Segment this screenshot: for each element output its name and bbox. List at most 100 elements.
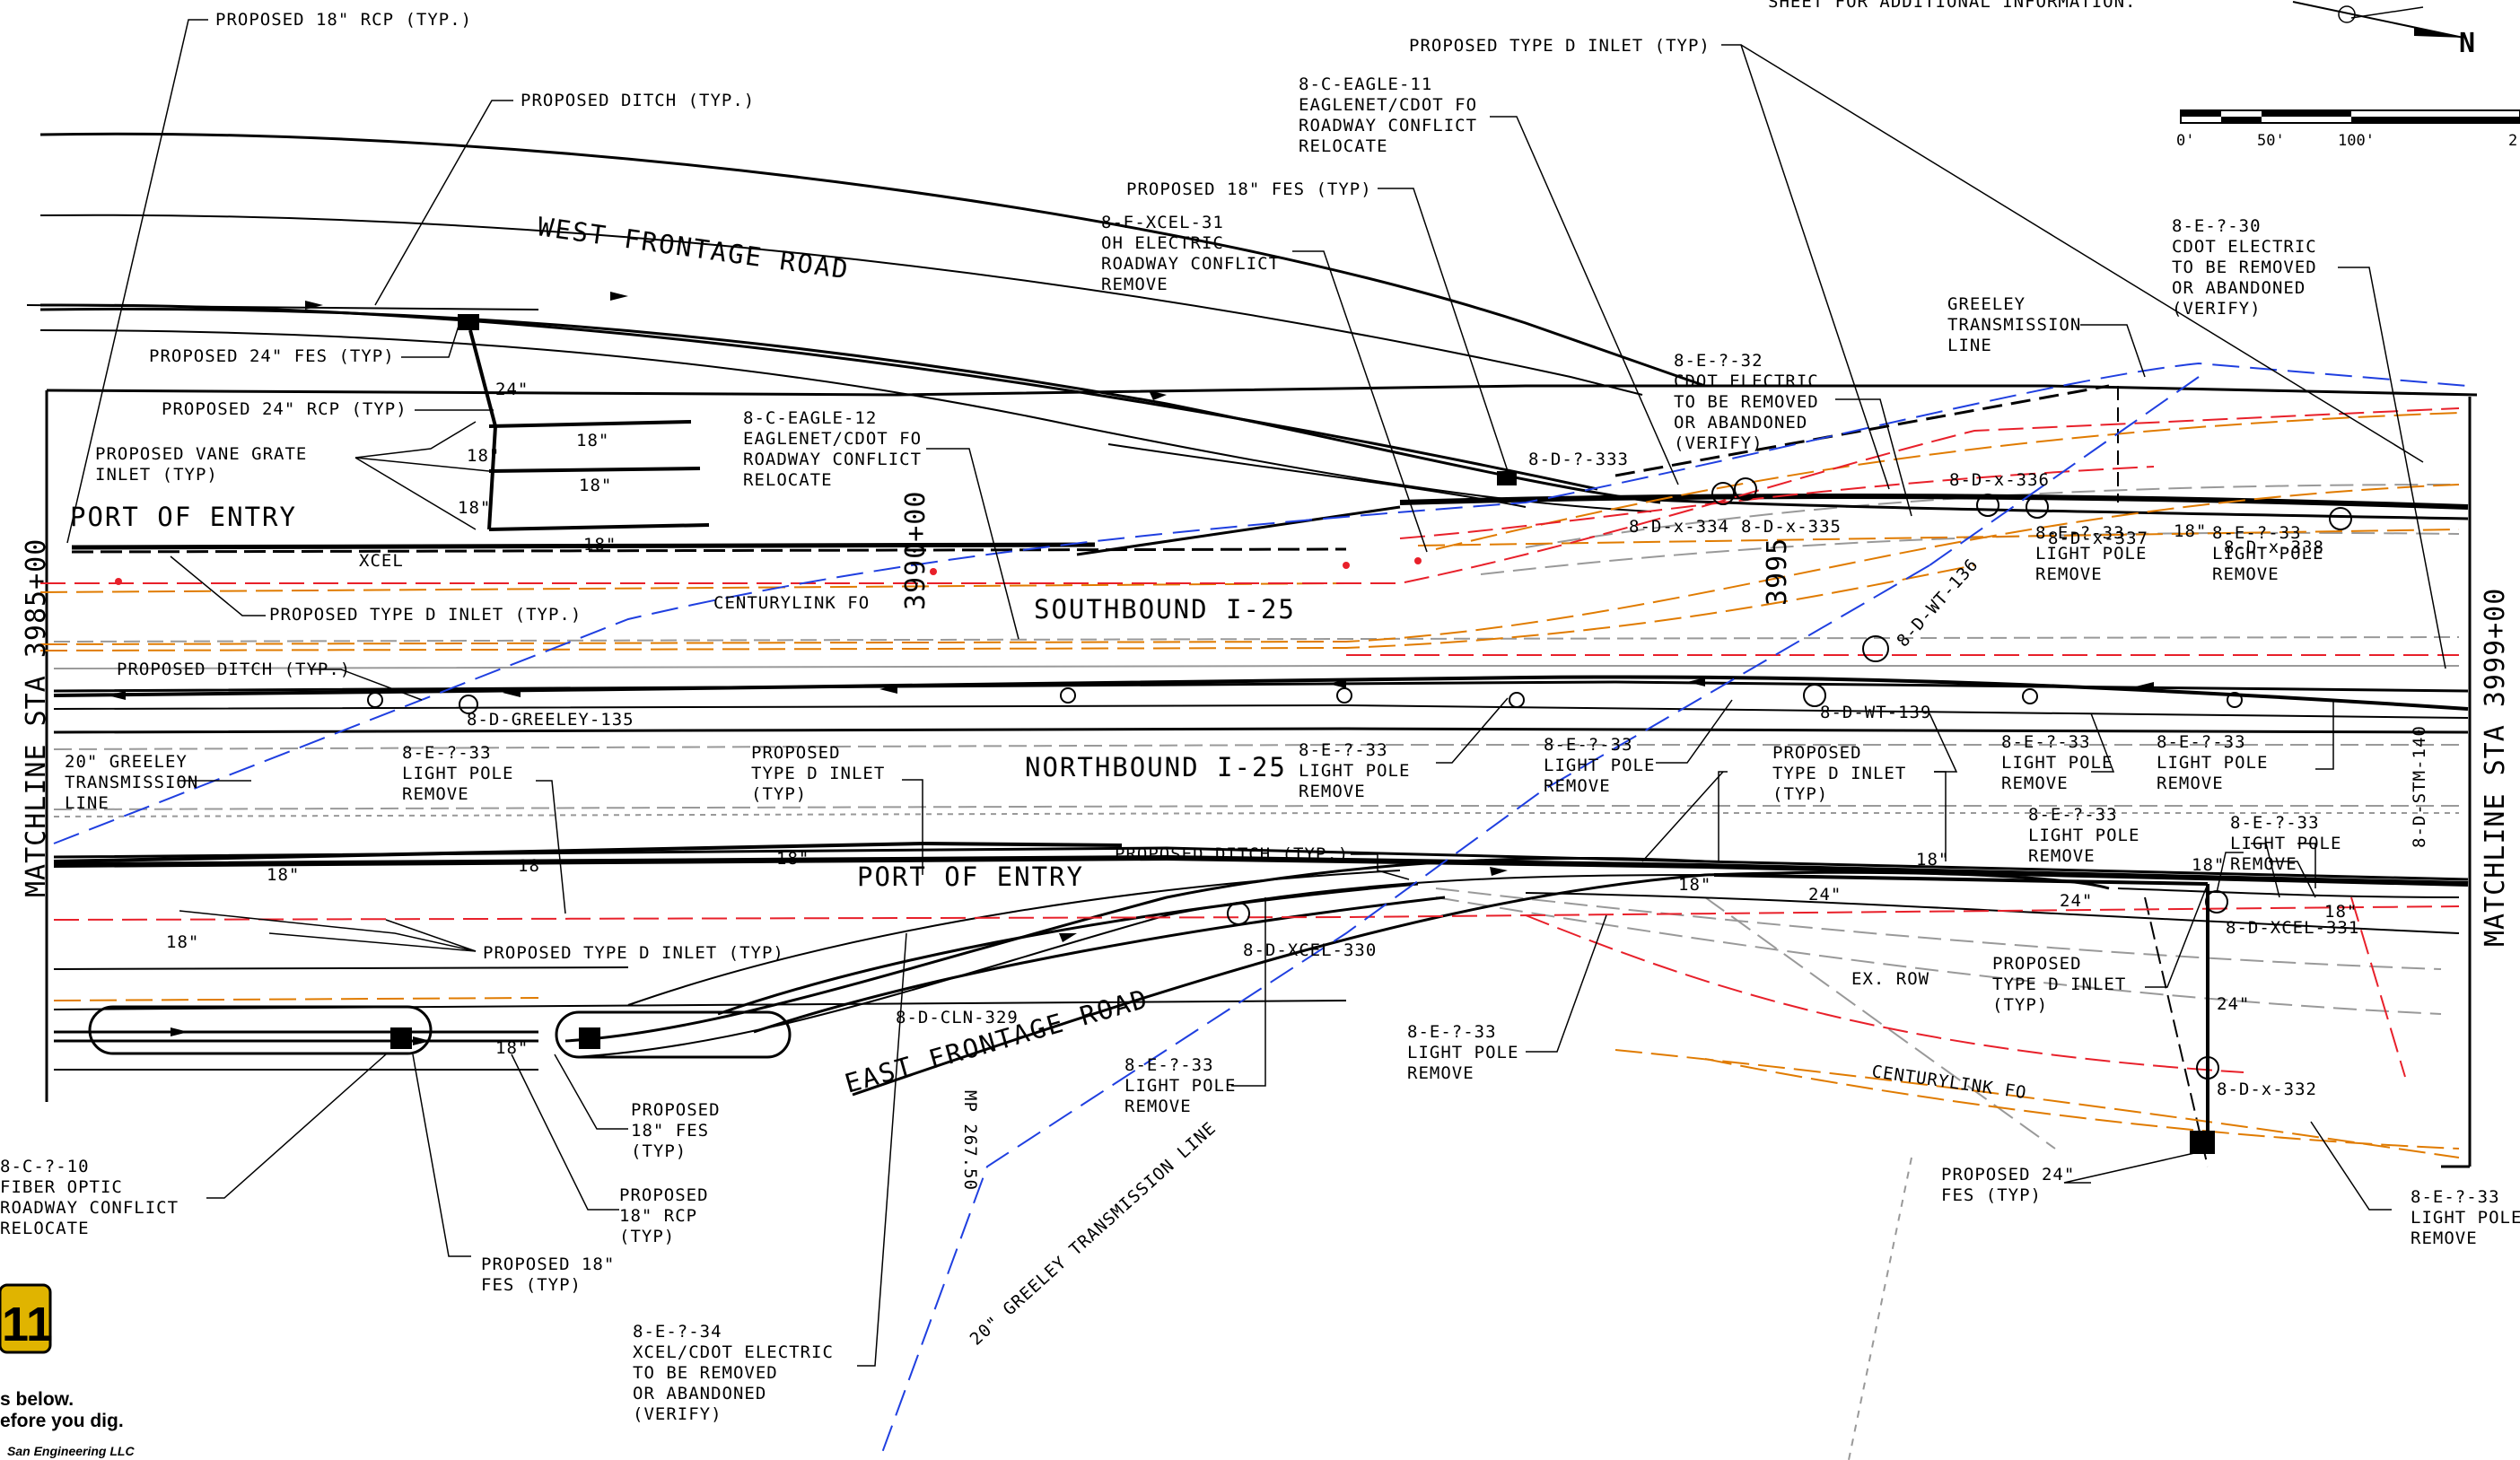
lp6-l3: REMOVE [2001,774,2069,793]
callout-light-pole-5: 8-E-?-33 LIGHT POLE REMOVE [2212,523,2323,584]
lp6-l1: 8-E-?-33 [2001,732,2091,752]
lp5-l3: REMOVE [2212,564,2279,584]
eagle11-l2: EAGLENET/CDOT FO [1299,95,1477,115]
pipe-18-m: 18" [2192,855,2225,875]
pipe-18-l: 18" [1916,850,1949,870]
callout-inlet-d-top: PROPOSED TYPE D INLET (TYP) [1409,36,1711,56]
scale-tick-0: 0' [2176,132,2194,150]
e30-l3: TO BE REMOVED [2172,258,2317,277]
lp10-l3: REMOVE [1407,1063,1474,1083]
callout-light-pole-7: 8-E-?-33 LIGHT POLE REMOVE [2157,732,2267,793]
inlet-mid-l1: PROPOSED [751,743,841,763]
greeley-20-l2: TRANSMISSION [65,773,198,792]
pipe-18-k: 18" [1678,875,1711,895]
id-d336: 8-D-x-336 [1949,470,2050,490]
lp9-l3: REMOVE [2230,854,2297,874]
lane-arrows [108,292,2154,1045]
lp8-l3: REMOVE [2028,846,2096,866]
storm-pipes [53,329,2209,1140]
lp12-l1: 8-E-?-33 [2411,1187,2500,1207]
pipe-18-h: 18" [776,849,809,869]
id-d337: 8-D-x-337 [2048,529,2148,548]
callout-xcel: XCEL [359,551,404,571]
xcel31-l4: REMOVE [1101,275,1168,294]
station-3995: 3995 [1762,538,1793,606]
callout-vane-grate-1: PROPOSED VANE GRATE [95,444,307,464]
lp1-l3: REMOVE [402,784,469,804]
west-frontage-road: WEST FRONTAGE ROAD [536,211,852,284]
matchline-left: MATCHLINE STA 3985+00 [21,538,52,897]
greeley-tr-l2: TRANSMISSION [1947,315,2081,335]
logo-company: San Engineering LLC [7,1444,135,1458]
electric-lines [40,407,2460,1078]
id-xcel330: 8-D-XCEL-330 [1243,940,1377,960]
e32-l3: TO BE REMOVED [1674,392,1819,412]
lp2-l1: 8-E-?-33 [1299,740,1388,760]
electric-poles [115,557,1422,585]
callout-greeley-diag: 20" GREELEY TRANSMISSION LINE [967,1118,1221,1350]
e32-l1: 8-E-?-32 [1674,351,1763,371]
callout-greeley-20: 20" GREELEY TRANSMISSION LINE [65,752,198,813]
id-greeley135: 8-D-GREELEY-135 [467,710,634,730]
callout-ditch-mid: PROPOSED DITCH (TYP.) [1115,844,1349,864]
inlet-center-l1: PROPOSED [1772,743,1862,763]
c10-l4: RELOCATE [0,1219,90,1238]
id-wt136: 8-D-WT-136 [1893,555,1982,651]
pipe-18-b: 18" [467,446,500,466]
fiber-optic-lines [39,412,2460,1158]
pipe-18-c: 18" [579,476,612,495]
pipe-18-i: 18" [166,932,199,952]
eagle12-l4: RELOCATE [743,470,833,490]
pipe-18-g: 18" [518,856,551,876]
fes18c-l1: PROPOSED 18" [481,1255,615,1274]
rcp18b-l3: (TYP) [619,1227,675,1246]
pipe-18-j: 18" [495,1038,529,1058]
lp3-l1: 8-E-?-33 [1544,735,1633,755]
callout-light-pole-4: 8-E-?-33 LIGHT POLE REMOVE [2035,523,2146,584]
e34-l2: XCEL/CDOT ELECTRIC [633,1342,834,1362]
pipe-18-e: 18" [583,535,617,555]
poe-islands [88,1005,792,1059]
rcp18b-l1: PROPOSED [619,1185,709,1205]
callout-inlet-d-right: PROPOSED TYPE D INLET (TYP) [1992,954,2126,1015]
callout-eagle11: 8-C-EAGLE-11 EAGLENET/CDOT FO ROADWAY CO… [1299,74,1477,156]
lp10-l1: 8-E-?-33 [1407,1022,1497,1042]
logo-number: 11 [2,1298,53,1351]
callout-ditch-left: PROPOSED DITCH (TYP.) [117,660,351,679]
e32-l2: CDOT ELECTRIC [1674,372,1819,391]
fes24r-l2: FES (TYP) [1941,1185,2042,1205]
c10-l3: ROADWAY CONFLICT [0,1198,179,1218]
callout-ex-row: EX. ROW [1851,969,1929,989]
eagle11-l1: 8-C-EAGLE-11 [1299,74,1432,94]
pipe-24-d: 24" [2217,994,2250,1014]
e30-l2: CDOT ELECTRIC [2172,237,2317,257]
callout-fes24-left: PROPOSED 24" FES (TYP) [149,346,395,366]
eagle11-l3: ROADWAY CONFLICT [1299,116,1477,136]
transmission-lines [53,362,2469,1460]
eagle12-l3: ROADWAY CONFLICT [743,450,922,469]
inlet-right-l2: TYPE D INLET [1992,975,2126,994]
callout-inlet-d-mid: PROPOSED TYPE D INLET (TYP) [751,743,884,804]
callout-c10: 8-C-?-10 FIBER OPTIC ROADWAY CONFLICT RE… [0,1157,179,1238]
pipe-24-c: 24" [2060,891,2093,911]
lp8-l1: 8-E-?-33 [2028,805,2118,825]
east-frontage-road: EAST FRONTAGE ROAD [842,983,1152,1098]
xcel31-l1: 8-E-XCEL-31 [1101,213,1224,232]
e34-l4: OR ABANDONED [633,1384,766,1403]
id-stm140: 8-D-STM-140 [2410,725,2429,848]
lp11-l2: LIGHT POLE [1124,1076,1236,1096]
callout-light-pole-8: 8-E-?-33 LIGHT POLE REMOVE [2028,805,2139,866]
callout-light-pole-10: 8-E-?-33 LIGHT POLE REMOVE [1407,1022,1518,1083]
lp10-l2: LIGHT POLE [1407,1043,1518,1062]
pipe-24-a: 24" [495,380,529,399]
callout-fes24-right: PROPOSED 24" FES (TYP) [1941,1165,2074,1205]
logo-line1: s below. [0,1389,74,1410]
lp6-l2: LIGHT POLE [2001,753,2113,773]
inlet-center-l3: (TYP) [1772,784,1828,804]
sheet-frame [45,384,2478,1168]
matchline-right: MATCHLINE STA 3999+00 [2480,588,2511,947]
port-of-entry-top: PORT OF ENTRY [70,502,297,532]
callout-inlet-d-center: PROPOSED TYPE D INLET (TYP) [1772,743,1905,804]
leader-lines [66,19,2446,1367]
